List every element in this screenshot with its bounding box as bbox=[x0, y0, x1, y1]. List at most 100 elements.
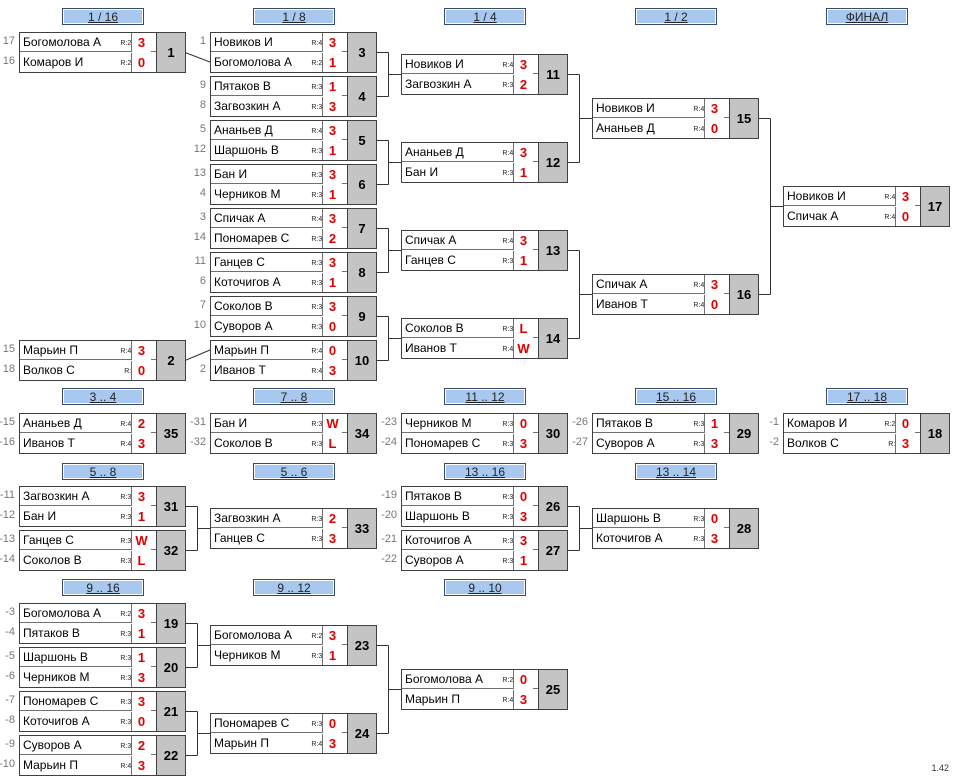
player-row[interactable]: Волков СR:870 bbox=[20, 361, 156, 380]
player-row[interactable]: Волков СR:873 bbox=[784, 434, 920, 453]
